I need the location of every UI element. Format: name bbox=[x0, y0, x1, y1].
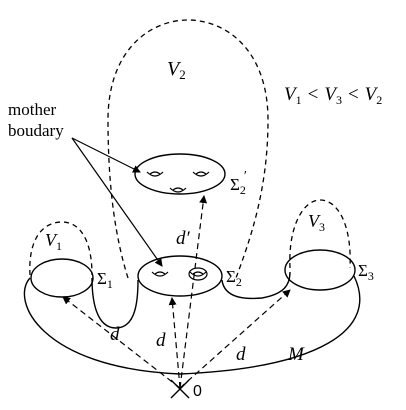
arrow-to-sigma3 bbox=[179, 289, 291, 389]
v1-region-outline bbox=[29, 221, 93, 276]
label-sigma2-prime: Σ2′ bbox=[230, 169, 247, 197]
label-sigma3: Σ3 bbox=[358, 261, 374, 283]
label-sigma1: Σ1 bbox=[97, 269, 113, 291]
label-d-mid: d bbox=[156, 330, 166, 351]
label-d-right: d bbox=[236, 344, 246, 365]
label-mother-line2: boudary bbox=[8, 121, 64, 140]
label-d-left: d bbox=[110, 324, 120, 345]
sigma2-prime-boundary bbox=[134, 153, 226, 195]
inequality: V1<V3<V2 bbox=[284, 84, 382, 107]
label-v2: V2 bbox=[167, 58, 186, 82]
sigma2-boundary bbox=[137, 255, 223, 297]
arrow-to-sigma2 bbox=[168, 297, 181, 389]
mother-boundary-pointers bbox=[71, 137, 163, 267]
sigma2-prime-handles bbox=[146, 171, 210, 193]
sigma2-handles bbox=[151, 267, 208, 281]
origin-cross bbox=[170, 379, 190, 399]
label-sigma2: Σ2 bbox=[226, 267, 242, 289]
arrow-to-sigma1 bbox=[62, 296, 181, 389]
v3-region-outline bbox=[289, 199, 351, 269]
label-v1: V1 bbox=[45, 230, 62, 253]
distance-arrows bbox=[62, 195, 291, 389]
v2-region-outline bbox=[107, 19, 269, 279]
sigma3-boundary bbox=[284, 249, 356, 291]
label-m: M bbox=[287, 344, 305, 365]
label-mother-line1: mother bbox=[8, 100, 56, 119]
sigma1-boundary bbox=[30, 258, 94, 298]
label-d-prime: d′ bbox=[176, 228, 191, 249]
surface-m-outline bbox=[23, 271, 361, 375]
label-v3: V3 bbox=[308, 211, 325, 234]
label-origin: 0 bbox=[193, 383, 202, 400]
arrow-to-sigma2-prime bbox=[179, 195, 208, 389]
